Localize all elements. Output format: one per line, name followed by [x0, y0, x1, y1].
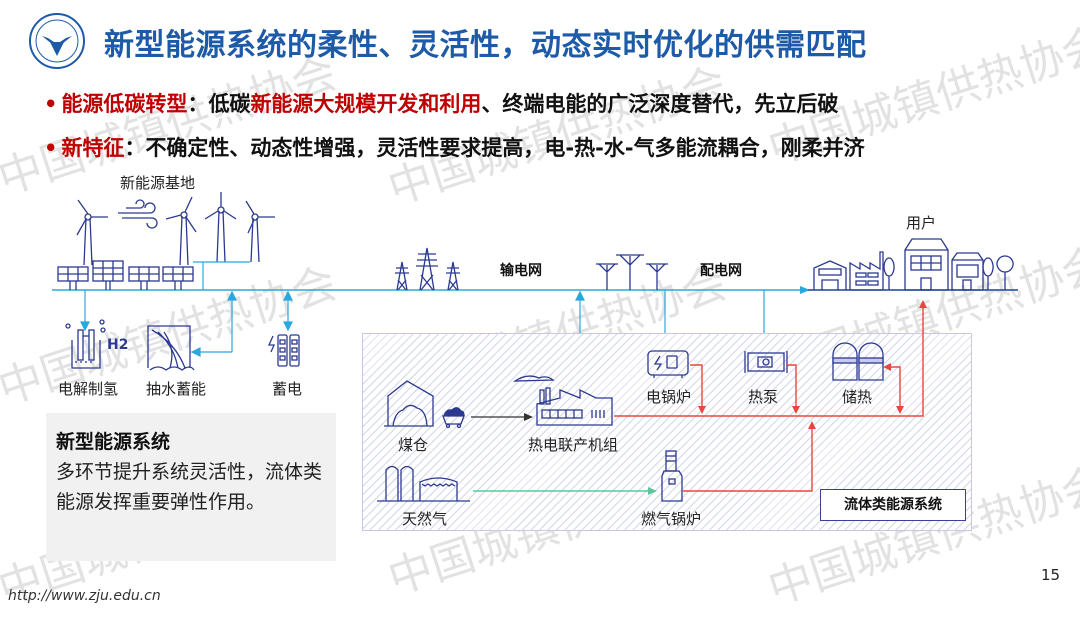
label-electric-boiler: 电锅炉 — [646, 388, 692, 406]
heat-storage-icon — [832, 342, 884, 381]
pumped-storage-icon — [147, 325, 195, 371]
bullet-text: 不确定性、动态性增强，灵活性要求提高，电-热-水-气多能流耦合，刚柔并济 — [145, 136, 865, 160]
label-pumped-storage: 抽水蓄能 — [146, 380, 207, 398]
university-logo — [29, 13, 85, 69]
label-distribution-grid: 配电网 — [700, 263, 742, 279]
bullet-sep: ： — [124, 136, 146, 160]
label-fluid-system: 流体类能源系统 — [820, 489, 966, 521]
battery-storage-icon — [267, 334, 300, 367]
bullet-new-features: •新特征：不确定性、动态性增强，灵活性要求提高，电-热-水-气多能流耦合，刚柔并… — [44, 132, 865, 162]
bullet-low-carbon: •能源低碳转型：低碳新能源大规模开发和利用、终端电能的广泛深度替代，先立后破 — [44, 88, 838, 118]
gas-boiler-icon — [661, 450, 683, 502]
electrolysis-icon — [65, 319, 106, 369]
bullet-marker: • — [44, 136, 58, 160]
bullet-head: 能源低碳转型 — [61, 92, 188, 116]
label-users: 用户 — [906, 214, 937, 232]
label-transmission-grid: 输电网 — [500, 263, 542, 279]
info-heading: 新型能源系统 — [56, 431, 171, 453]
bullet-highlight: 新能源大规模开发和利用 — [250, 92, 482, 116]
page-number: 15 — [1041, 566, 1061, 584]
bullet-marker: • — [44, 92, 58, 116]
label-gas-boiler: 燃气锅炉 — [641, 510, 702, 528]
solar-panel-icon — [57, 260, 194, 290]
user-buildings-icon — [808, 238, 1018, 291]
label-new-energy-base: 新能源基地 — [120, 174, 196, 192]
distribution-pole-icon — [596, 254, 668, 290]
heat-arrows — [698, 300, 927, 429]
chp-plant-icon — [512, 375, 613, 426]
label-heat-pump: 热泵 — [748, 388, 779, 406]
heat-lines — [614, 306, 924, 492]
wind-icon — [118, 199, 158, 229]
coal-yard-icon — [384, 380, 465, 429]
bullet-sep: ： — [187, 92, 209, 116]
label-heat-storage: 储热 — [842, 388, 873, 406]
transmission-tower-icon — [395, 247, 460, 291]
info-box: 新型能源系统 多环节提升系统灵活性，流体类能源发挥重要弹性作用。 — [46, 413, 336, 561]
label-coal-yard: 煤仓 — [398, 436, 429, 454]
bullet-head: 新特征 — [61, 136, 125, 160]
bullet-text: 低碳 — [208, 92, 251, 116]
page-title: 新型能源系统的柔性、灵活性，动态实时优化的供需匹配 — [104, 28, 867, 63]
label-electrolysis: 电解制氢 — [58, 380, 119, 398]
electric-boiler-icon — [647, 350, 689, 378]
label-chp-unit: 热电联产机组 — [528, 436, 619, 454]
heat-pump-icon — [744, 351, 788, 373]
label-battery-storage: 蓄电 — [272, 380, 303, 398]
footer-url[interactable]: http://www.zju.edu.cn — [8, 588, 161, 604]
bullet-text: 、终端电能的广泛深度替代，先立后破 — [481, 92, 839, 116]
label-natural-gas: 天然气 — [402, 510, 448, 528]
wind-turbine-icon — [76, 192, 275, 266]
label-h2: H2 — [107, 337, 129, 353]
natural-gas-icon — [377, 465, 470, 502]
info-text: 多环节提升系统灵活性，流体类能源发挥重要弹性作用。 — [56, 461, 323, 513]
